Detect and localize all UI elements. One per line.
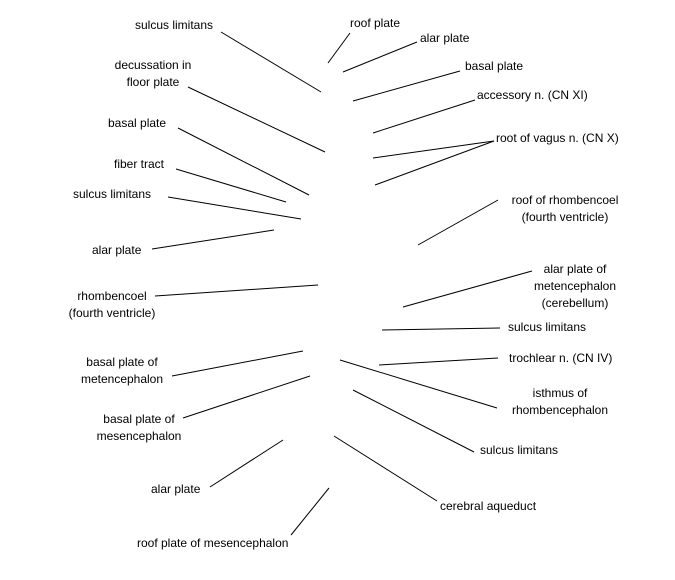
leader-alar-plate-top [342,41,418,73]
label-fiber-tract: fiber tract [114,157,165,171]
leader-alar-metencephalon [402,270,533,308]
label-sulcus-limitans-bottom: sulcus limitans [480,443,559,457]
label-sulcus-limitans-top: sulcus limitans [135,18,214,32]
label-cerebral-aqueduct: cerebral aqueduct [440,499,537,513]
leader-fiber-tract [175,168,287,203]
label-decussation: decussation in floor plate [114,58,192,89]
label-basal-mesencephalon: basal plate of mesencephalon [96,412,182,443]
label-sulcus-limitans-right: sulcus limitans [508,320,587,334]
label-alar-metencephalon: alar plate of metencephalon (cerebellum) [533,262,617,310]
label-isthmus: isthmus of rhombencephalon [511,386,609,417]
label-rhombencoel: rhombencoel (fourth ventricle) [68,289,156,320]
leader-roof-rhombencoel [417,199,499,246]
label-accessory-n: accessory n. (CN XI) [477,88,588,102]
leader-roof-plate-mesencephalon [290,487,330,536]
label-sulcus-limitans-left: sulcus limitans [73,187,152,201]
label-basal-plate-right: basal plate [465,59,524,73]
leader-rhombencoel [154,284,319,297]
leader-roof-plate [327,32,351,64]
leader-isthmus [339,359,498,409]
label-alar-plate-bottom: alar plate [151,482,201,496]
label-alar-plate-left: alar plate [92,243,142,257]
leader-sulcus-limitans-right [381,327,501,331]
leader-basal-plate-left [177,127,310,196]
leader-basal-plate-right [352,70,461,102]
leader-trochlear-n [378,357,499,366]
leader-cerebral-aqueduct [333,435,438,502]
leader-basal-mesencephalon [182,375,311,419]
label-basal-metencephalon: basal plate of metencephalon [80,355,164,386]
leader-alar-plate-left [151,229,275,250]
leader-sulcus-limitans-bottom [352,389,475,453]
leader-accessory-n [372,99,476,134]
leader-sulcus-limitans-left [167,196,302,220]
leader-decussation [187,86,326,153]
leader-alar-plate-bottom [209,439,284,488]
label-roof-plate-mesencephalon: roof plate of mesencephalon [137,536,289,550]
label-roof-rhombencoel: roof of rhombencoel (fourth ventricle) [511,193,619,224]
leader-sulcus-limitans-top [220,31,322,93]
leader-root-vagus-1 [372,140,495,159]
label-trochlear-n: trochlear n. (CN IV) [509,351,613,365]
label-basal-plate-left: basal plate [108,116,167,130]
leader-basal-metencephalon [171,350,304,377]
label-roof-plate: roof plate [350,16,401,30]
label-root-vagus: root of vagus n. (CN X) [496,131,619,145]
leader-root-vagus-2 [374,140,495,186]
label-alar-plate-top: alar plate [420,31,470,45]
